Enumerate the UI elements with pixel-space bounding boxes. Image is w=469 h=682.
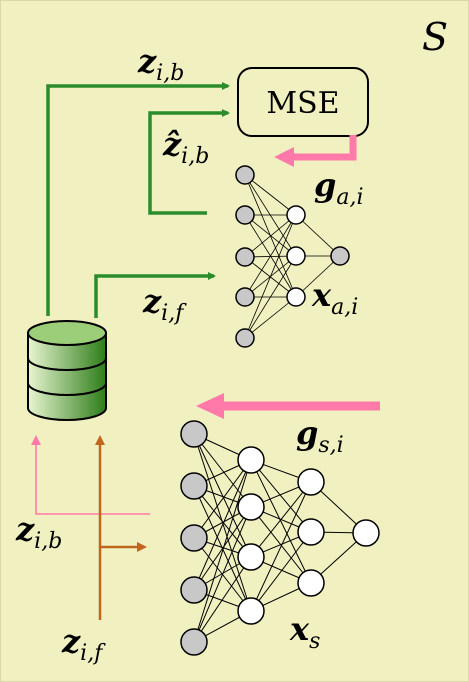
input-neuron [180,472,208,500]
hidden-neuron [286,287,306,307]
z-ib-bottom-arrow [31,435,150,515]
g-ai-arrow-shaft [290,135,357,161]
network-edge [244,174,297,257]
hidden-neuron [286,246,306,266]
hidden-neuron [237,543,265,571]
network-edge [250,459,312,584]
network-edge [193,506,252,643]
hidden-neuron [237,493,265,521]
network-edge [295,214,341,257]
hidden-neuron [297,468,325,496]
network-edge [244,255,297,339]
label-x-s: xs [289,610,320,654]
label-zhat-ib: ẑi,b [162,125,209,169]
g-si-arrow-head [196,393,224,419]
network-edge [244,174,297,216]
network-edge [193,485,252,558]
output-neuron [330,246,350,266]
frame-label: S [422,15,448,59]
network-edge [193,433,252,508]
network-edge [244,214,297,298]
label-z-ib-top: zi,b [137,42,184,86]
input-neuron [235,247,255,267]
label-x-ai: xa,i [311,276,358,320]
network-edge [244,214,297,258]
hidden-neuron [237,446,265,474]
input-neuron [180,524,208,552]
hidden-neuron [286,205,306,225]
label-z-ib-bottom: zi,b [15,510,62,554]
network-edge [250,481,312,612]
label-g-si: gs,i [296,414,344,458]
network-edge [193,459,252,591]
z-if-to-network-arrow [94,272,216,318]
network-edge [193,506,252,591]
mse-label: MSE [266,86,339,121]
hidden-neuron [297,518,325,546]
network-edge [193,459,252,539]
input-neuron [235,287,255,307]
network-edge [193,433,252,558]
network-edge [295,255,341,298]
zhat-to-mse-arrow [148,109,230,215]
label-z-if-bottom: zi,f [61,622,106,666]
output-neuron [352,519,380,547]
input-neuron [180,576,208,604]
input-neuron [235,328,255,348]
network-edge [250,459,312,533]
network-edge [250,481,312,558]
network-edge [244,214,297,339]
input-neuron [235,205,255,225]
network-edge [193,556,252,643]
mse-box: MSE [237,67,369,137]
network-edge [244,296,297,339]
hidden-neuron [237,597,265,625]
input-neuron [235,165,255,185]
label-g-ai: ga,i [314,166,364,210]
network-edge [193,459,252,643]
hidden-neuron [297,569,325,597]
large-network [180,420,380,656]
z-ib-to-mse-arrow [46,82,230,316]
network-edge [250,531,312,612]
input-neuron [180,420,208,448]
input-neuron [180,628,208,656]
small-network [235,165,350,348]
g-ai-arrow-head [274,147,294,167]
database-icon [27,320,107,421]
label-z-if-mid: zi,f [142,282,187,326]
